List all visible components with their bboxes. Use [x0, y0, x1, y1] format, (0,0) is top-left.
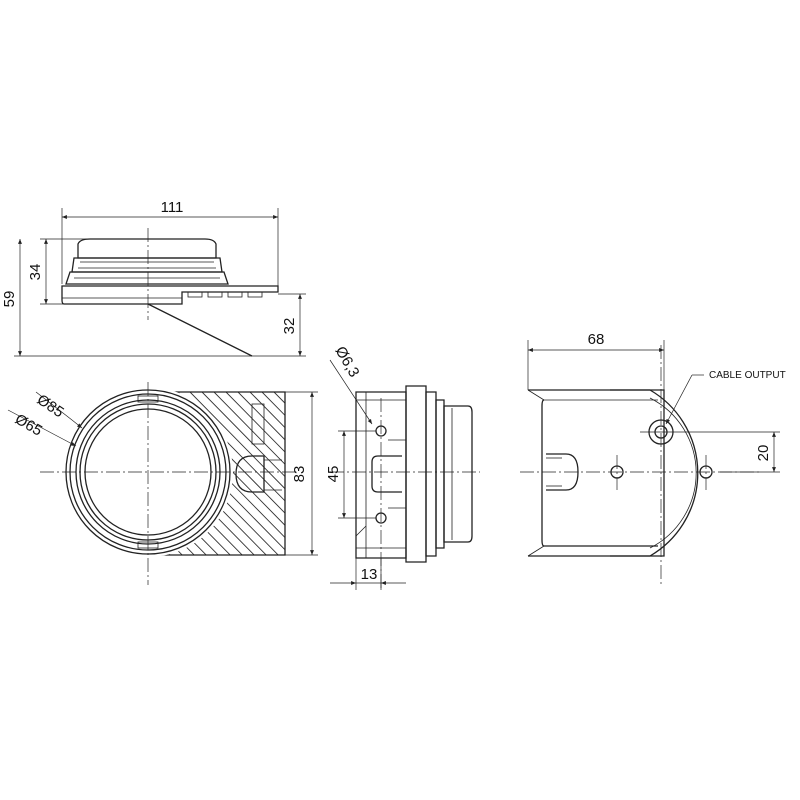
dim-cable-20: 20 — [755, 445, 772, 462]
side-elevation-view: 111 34 59 32 — [1, 199, 306, 357]
dim-height-32: 32 — [281, 318, 298, 335]
dim-flange-13: 13 — [361, 566, 378, 583]
bracket-slot — [235, 455, 265, 493]
lamp-dome-outline — [77, 238, 217, 259]
side-section-view: Ø6,3 45 13 — [325, 344, 480, 590]
dim-height-59: 59 — [1, 291, 18, 308]
dim-width-111: 111 — [161, 199, 184, 216]
dim-height-83: 83 — [291, 466, 308, 483]
front-view: Ø85 Ø65 83 — [7, 382, 318, 585]
rear-view: 68 CABLE OUTPUT 20 — [520, 331, 786, 586]
dim-height-34: 34 — [27, 264, 44, 281]
bracket-outline — [150, 391, 286, 556]
dim-dia-85: Ø85 — [34, 391, 67, 421]
housing-outline — [610, 389, 699, 557]
bracket-u-shape — [528, 389, 665, 557]
dim-bracket-68: 68 — [588, 331, 605, 348]
bracket-slope-line — [147, 303, 253, 357]
cable-output-label: CABLE OUTPUT — [709, 370, 786, 381]
dim-hole-spacing: 45 — [325, 466, 342, 483]
base-plate-outline — [61, 285, 279, 305]
dim-dia-65: Ø65 — [12, 411, 45, 440]
plate-slot — [371, 455, 402, 493]
base-grip-tabs — [187, 291, 263, 298]
dim-hole-dia: Ø6,3 — [332, 344, 363, 381]
